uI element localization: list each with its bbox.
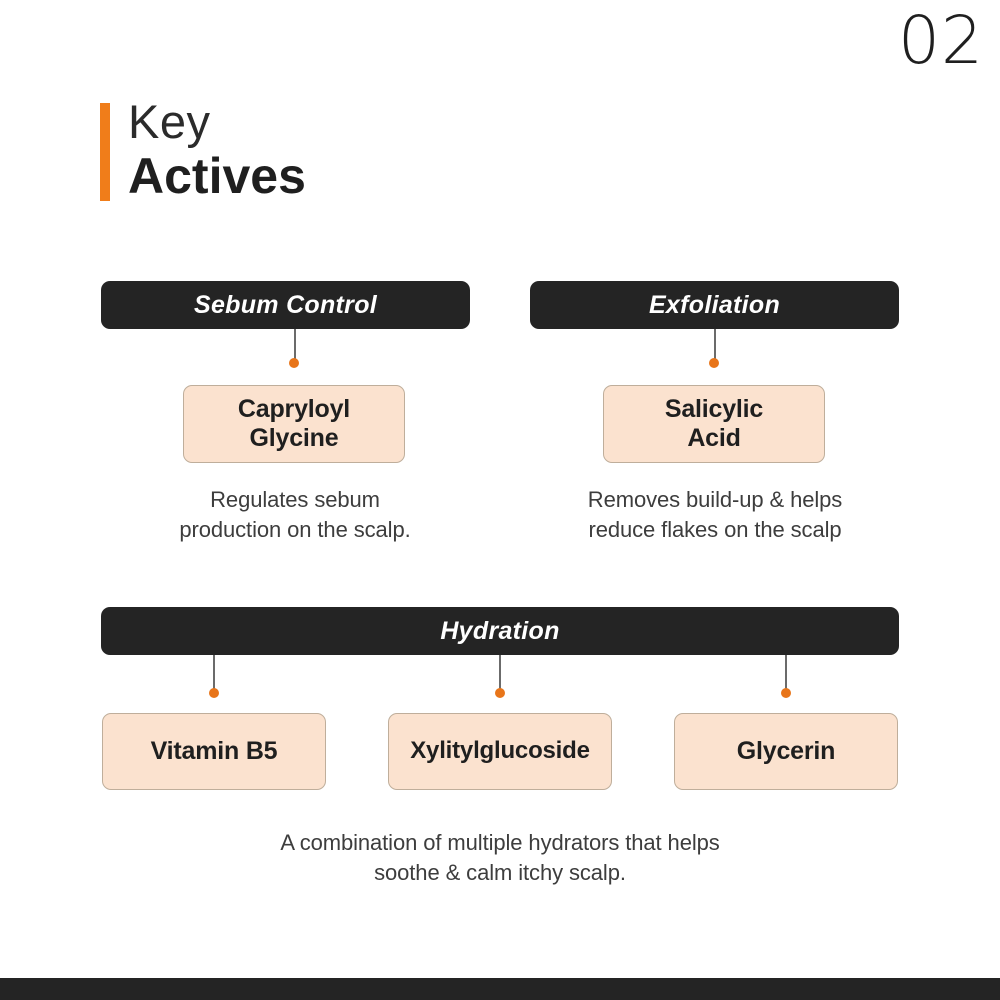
connector-line-glycerin bbox=[785, 655, 787, 689]
description-line-1: Regulates sebum bbox=[210, 487, 380, 512]
connector-dot-sebum-control bbox=[289, 358, 299, 368]
description-line-2: soothe & calm itchy scalp. bbox=[374, 860, 626, 886]
section-description-sebum-control: Regulates sebum production on the scalp. bbox=[120, 485, 470, 546]
section-header-exfoliation[interactable]: Exfoliation bbox=[530, 281, 899, 329]
connector-dot-exfoliation bbox=[709, 358, 719, 368]
ingredient-chip-label-line-2: Acid bbox=[687, 424, 741, 452]
ingredient-chip-label: Xylitylglucoside bbox=[410, 737, 590, 765]
title-accent-bar bbox=[100, 103, 110, 201]
connector-dot-glycerin bbox=[781, 688, 791, 698]
ingredient-chip-glycerin[interactable]: Glycerin bbox=[674, 713, 898, 790]
connector-line-xylitylglucoside bbox=[499, 655, 501, 689]
description-line-2: production on the scalp. bbox=[179, 517, 411, 543]
section-header-hydration[interactable]: Hydration bbox=[101, 607, 899, 655]
page-title: Key Actives bbox=[100, 98, 306, 201]
footer-bar bbox=[0, 978, 1000, 1000]
ingredient-chip-label: Vitamin B5 bbox=[150, 736, 278, 765]
ingredient-chip-label-line-1: Salicylic bbox=[664, 394, 764, 423]
description-line-2: reduce flakes on the scalp bbox=[588, 517, 842, 543]
title-text-group: Key Actives bbox=[128, 98, 306, 201]
connector-dot-vitamin-b5 bbox=[209, 688, 219, 698]
section-description-exfoliation: Removes build-up & helps reduce flakes o… bbox=[540, 485, 890, 546]
page-number: 02 bbox=[898, 2, 984, 79]
connector-line-exfoliation bbox=[714, 329, 716, 359]
section-header-sebum-control[interactable]: Sebum Control bbox=[101, 281, 470, 329]
section-header-label: Hydration bbox=[440, 616, 560, 645]
section-header-label: Exfoliation bbox=[648, 290, 781, 319]
connector-line-vitamin-b5 bbox=[213, 655, 215, 689]
section-description-hydration: A combination of multiple hydrators that… bbox=[180, 828, 820, 889]
ingredient-chip-label-line-2: Glycine bbox=[249, 424, 339, 452]
ingredient-chip-vitamin-b5[interactable]: Vitamin B5 bbox=[102, 713, 326, 790]
description-line-1: Removes build-up & helps bbox=[587, 487, 843, 512]
description-line-1: A combination of multiple hydrators that… bbox=[280, 830, 720, 855]
ingredient-chip-label-line-1: Capryloyl bbox=[237, 394, 351, 423]
connector-line-sebum-control bbox=[294, 329, 296, 359]
title-line-2: Actives bbox=[128, 148, 306, 204]
connector-dot-xylitylglucoside bbox=[495, 688, 505, 698]
title-line-1: Key bbox=[128, 95, 211, 148]
ingredient-chip-xylitylglucoside[interactable]: Xylitylglucoside bbox=[388, 713, 612, 790]
ingredient-chip-label: Glycerin bbox=[736, 736, 836, 765]
section-header-label: Sebum Control bbox=[193, 290, 378, 319]
